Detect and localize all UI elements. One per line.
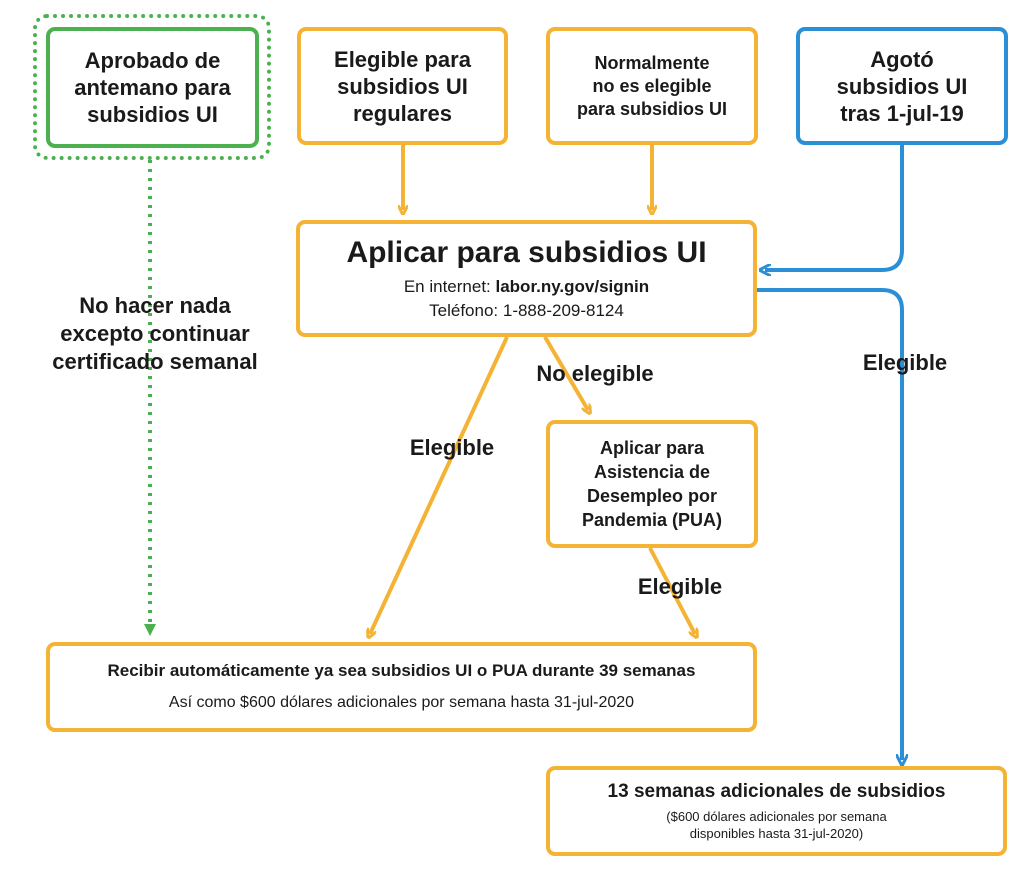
arrow-pua-to-receive [648, 547, 695, 634]
do-nothing-label: No hacer nada excepto continuar certific… [52, 293, 258, 374]
preapproved-outer-border [33, 14, 271, 160]
arrow-apply-to-pua [543, 335, 588, 410]
eligible-right-label: Elegible [862, 350, 948, 375]
eligible-left-label: Elegible [409, 435, 495, 460]
eligible-regular-text: Elegible para subsidios UI regulares [334, 46, 471, 126]
apply-internet-link[interactable]: labor.ny.gov/signin [495, 276, 650, 296]
not-eligible-label: No elegible [536, 361, 654, 386]
extra-weeks-title: 13 semanas adicionales de subsidios [607, 781, 946, 802]
exhausted-box: Agotó subsidios UI tras 1-jul-19 [796, 27, 1008, 145]
pua-box: Aplicar para Asistencia de Desempleo por… [546, 420, 758, 548]
arrow-exhausted-to-apply [765, 145, 904, 270]
normally-not-eligible-box: Normalmente no es elegible para subsidio… [546, 27, 758, 145]
exhausted-text: Agotó subsidios UI tras 1-jul-19 [836, 46, 968, 126]
arrow-apply-to-receive [370, 336, 509, 634]
normally-not-eligible-text: Normalmente no es elegible para subsidio… [576, 52, 728, 119]
extra-weeks-box: 13 semanas adicionales de subsidios ($60… [546, 766, 1007, 856]
apply-phone: Teléfono: 1-888-209-8124 [429, 300, 624, 320]
eligible-regular-box: Elegible para subsidios UI regulares [297, 27, 508, 145]
apply-title: Aplicar para subsidios UI [346, 235, 707, 269]
receive-title: Recibir automáticamente ya sea subsidios… [107, 661, 696, 680]
preapproved-text: Aprobado de antemano para subsidios UI [74, 48, 231, 127]
apply-internet-label: En internet: [403, 276, 496, 296]
receive-subtitle: Así como $600 dólares adicionales por se… [168, 694, 635, 711]
apply-box: Aplicar para subsidios UI En internet: l… [296, 220, 757, 337]
preapproved-box: Aprobado de antemano para subsidios UI [46, 27, 259, 148]
pua-text: Aplicar para Asistencia de Desempleo por… [581, 438, 723, 530]
eligible-pua-label: Elegible [637, 574, 723, 599]
receive-box: Recibir automáticamente ya sea subsidios… [46, 642, 757, 732]
extra-weeks-subtitle: ($600 dólares adicionales por semana dis… [666, 809, 887, 841]
arrow-apply-to-extra [757, 288, 902, 760]
apply-internet-line: En internet: labor.ny.gov/signin [404, 275, 649, 299]
